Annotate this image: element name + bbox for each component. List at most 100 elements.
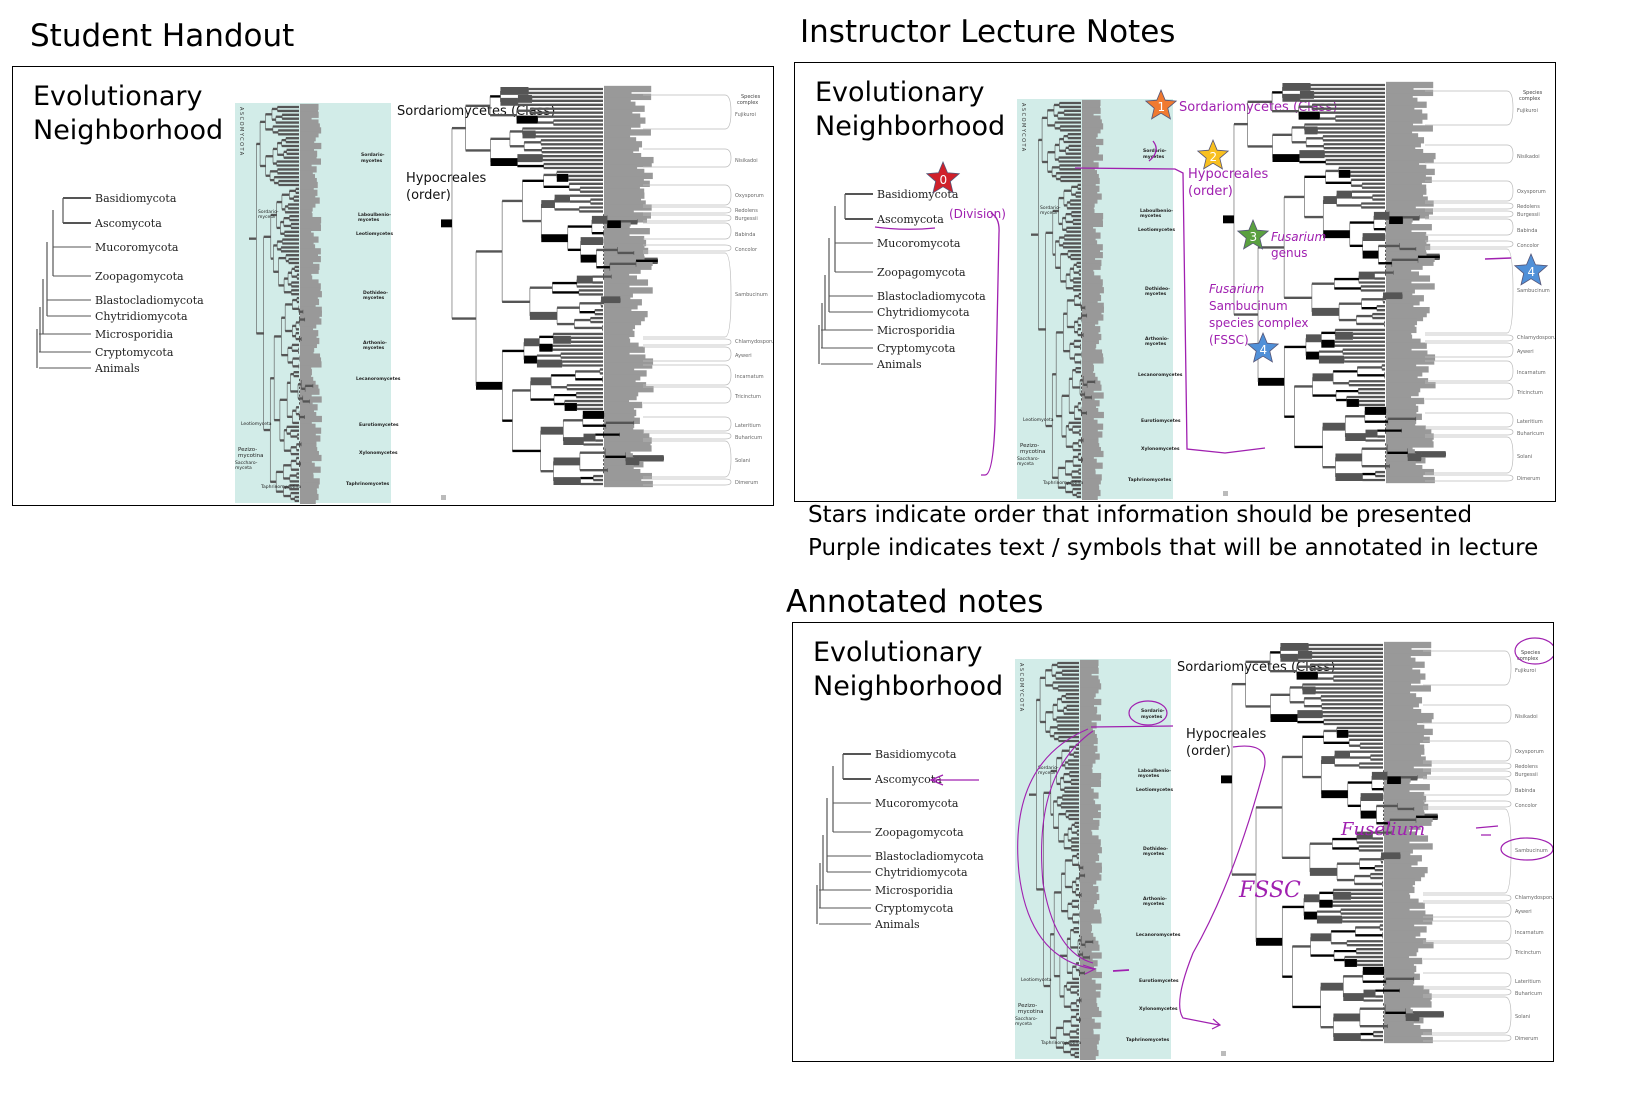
hypocreales-line	[1090, 725, 1174, 728]
species-complex-bracket	[643, 416, 732, 432]
star-icon	[1196, 138, 1230, 170]
leaf-label	[1384, 720, 1418, 728]
leaf-label	[300, 357, 322, 364]
leaf-label	[1386, 314, 1424, 322]
leaf-label	[1386, 401, 1416, 409]
leaf-label	[604, 208, 634, 215]
species-complex-header: complex	[1517, 656, 1538, 662]
species-complex-bracket	[1423, 920, 1512, 942]
leaf-label	[1384, 736, 1430, 743]
leaf-label	[1386, 93, 1413, 101]
leaf-label	[1082, 166, 1095, 173]
phylum-label: Basidiomycota	[95, 192, 177, 205]
phyla-tree: BasidiomycotaAscomycotaMucoromycotaZoopa…	[818, 188, 986, 371]
leaf-label	[1080, 964, 1094, 971]
leaf-label	[1386, 350, 1428, 357]
leaf-label	[300, 287, 321, 294]
leaf-label	[1080, 999, 1097, 1006]
species-complex-bracket	[1423, 778, 1512, 796]
leaf-label	[1386, 393, 1412, 401]
leaf-label	[1080, 667, 1099, 674]
leaf-label	[1080, 765, 1092, 772]
leaf-label	[1080, 780, 1101, 788]
leaf-label	[1082, 220, 1103, 228]
species-complex-label: Chlamydosporum	[1517, 335, 1555, 341]
leaf-label	[1080, 1003, 1098, 1010]
species-complex-bracket	[643, 94, 732, 130]
leaf-label	[1082, 411, 1104, 419]
leaf-label	[1080, 804, 1101, 811]
leaf-label	[1384, 942, 1434, 949]
leaf-label	[1080, 901, 1095, 908]
order-label-line2: (order)	[406, 188, 451, 203]
leaf-label	[1082, 248, 1101, 255]
leaf-label	[604, 307, 632, 314]
hypocreales-bracket	[1074, 167, 1266, 454]
leaf-label	[1384, 1001, 1432, 1008]
leaf-label	[1082, 115, 1101, 122]
species-complex-bracket	[643, 440, 732, 478]
leaf-label	[300, 427, 322, 434]
leaf-label	[300, 470, 314, 477]
leaf-label	[1082, 322, 1096, 329]
leaf-label	[1080, 878, 1097, 885]
leaf-label	[1082, 318, 1099, 325]
leaf-label	[604, 350, 630, 357]
leaf-label	[1080, 940, 1099, 947]
leaf-label	[604, 449, 631, 456]
leaf-label	[1384, 835, 1429, 842]
star-number: 1	[1158, 100, 1166, 114]
leaf-label	[1386, 433, 1434, 440]
species-complex-labels: SpeciescomplexFujikuroiNisikadoiOxysporu…	[1423, 650, 1553, 1042]
star-number: 4	[1528, 265, 1536, 279]
leaf-label	[300, 119, 319, 126]
leaf-label	[1080, 698, 1102, 706]
leaf-label	[300, 458, 312, 466]
clade-node-label: Saccharo-	[1017, 456, 1040, 462]
leaf-label	[1386, 235, 1429, 243]
leaf-label	[604, 476, 642, 484]
leaf-label	[1386, 176, 1432, 183]
phylum-label: Cryptomycota	[95, 346, 174, 359]
leaf-label	[604, 200, 646, 207]
star-icon	[1144, 88, 1178, 120]
species-complex-bracket	[643, 214, 732, 222]
leaf-label	[1082, 189, 1098, 196]
leaf-label	[1080, 749, 1096, 756]
leaf-label	[300, 489, 318, 497]
leaf-label	[1082, 458, 1097, 465]
leaf-label	[300, 154, 317, 161]
class-group-label: mycetes	[363, 295, 385, 301]
leaf-label	[1386, 382, 1436, 389]
leaf-label	[1082, 271, 1095, 278]
leaf-label	[1384, 969, 1415, 977]
leaf-label	[1080, 1045, 1098, 1053]
slide-title-line2: Neighborhood	[33, 115, 223, 146]
species-complex-label: Fujikuroi	[1517, 108, 1538, 114]
leaf-label	[1080, 909, 1101, 916]
leaf-label	[604, 137, 637, 144]
leaf-label	[604, 89, 632, 97]
leaf-label	[604, 109, 633, 116]
leaf-label	[1082, 185, 1100, 192]
leaf-label	[1080, 819, 1100, 827]
class-group-label: Laboulbenio-	[1138, 768, 1171, 774]
slide-canvas: EvolutionaryNeighborhoodBasidiomycotaAsc…	[815, 77, 1555, 501]
slide-title-line1: Evolutionary	[813, 637, 983, 668]
leaf-label	[1082, 259, 1102, 267]
leaf-label	[300, 255, 321, 263]
leaf-label	[1384, 839, 1410, 846]
species-complex-bracket	[1425, 412, 1514, 428]
leaf-label	[1384, 653, 1411, 661]
leaf-label	[604, 168, 645, 176]
species-complex-label: Solani	[1515, 1014, 1530, 1020]
leaf-label	[300, 263, 320, 271]
species-complex-label: Chlamydosporum	[1515, 895, 1553, 901]
citation-logo	[441, 495, 446, 500]
leaf-label	[1082, 470, 1096, 477]
species-complex-label: Ayweri	[1515, 909, 1532, 915]
leaf-label	[300, 209, 312, 216]
class-group-label: Eurotiomycetes	[1139, 978, 1179, 984]
